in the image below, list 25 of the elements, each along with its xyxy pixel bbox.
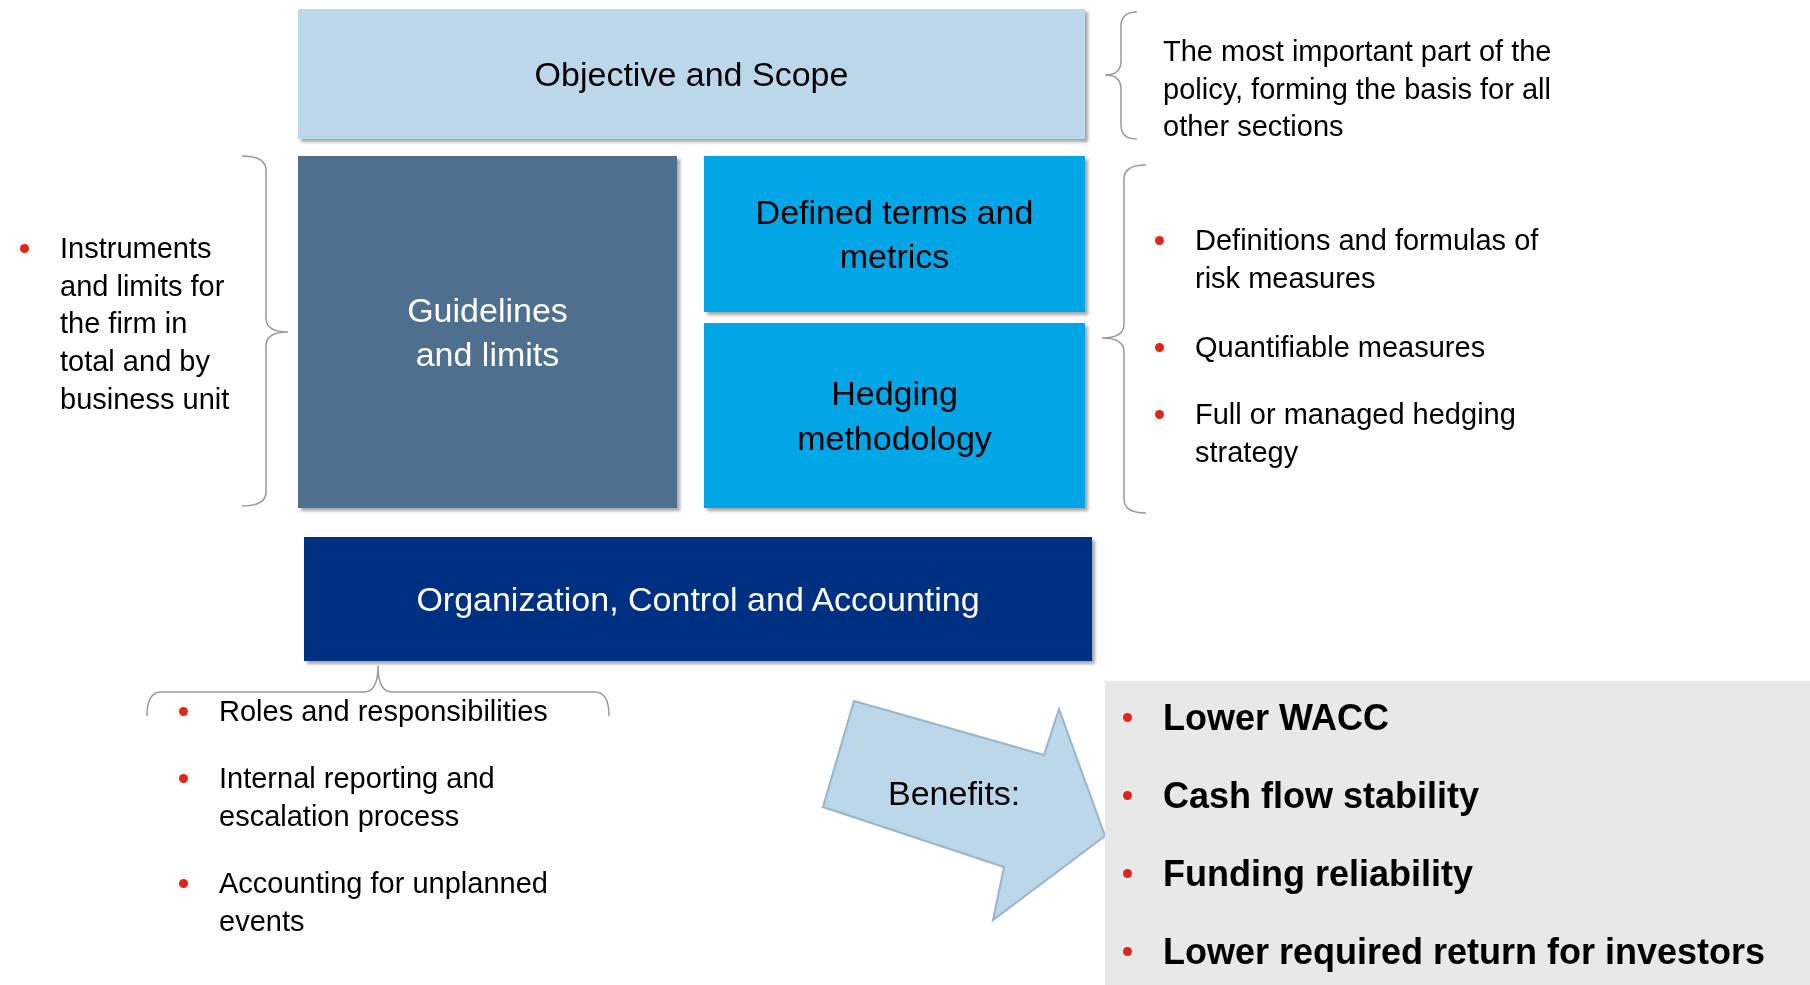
box-title: Guidelines and limits [406, 289, 569, 375]
bullet-text: Accounting for unplanned events [219, 866, 549, 939]
bullet-text: Lower WACC [1163, 696, 1390, 740]
bullet-text: Instruments and limits for the firm in total and by business unit [60, 231, 231, 417]
bullet-text: Funding reliability [1163, 852, 1474, 896]
box-title: Defined terms and metrics [754, 191, 1035, 277]
bullet-text: Cash flow stability [1163, 774, 1481, 818]
section-box [298, 9, 1085, 139]
bullet-text: Lower required return for investors [1163, 930, 1767, 974]
bullet-text: Definitions and formulas of risk measures [1195, 223, 1540, 296]
bullet-text: Internal reporting and escalation process [219, 761, 496, 834]
bullet-text: Full or managed hedging strategy [1195, 397, 1517, 470]
bullet-text: Roles and responsibilities [219, 694, 549, 729]
panel-background [1105, 681, 1810, 985]
section-box [704, 323, 1085, 508]
section-box [304, 537, 1092, 661]
bullet-text: Quantifiable measures [1195, 330, 1487, 365]
section-box [704, 156, 1085, 312]
bullet-text: The most important part of the policy, forming the basis for all other sections [1163, 34, 1553, 145]
box-title: Organization, Control and Accounting [416, 578, 980, 620]
block-arrow [821, 699, 1107, 923]
box-title: Objective and Scope [534, 53, 849, 95]
section-box [298, 156, 677, 508]
edge-label: Benefits: [888, 774, 1021, 813]
box-title: Hedging methodology [796, 373, 993, 459]
